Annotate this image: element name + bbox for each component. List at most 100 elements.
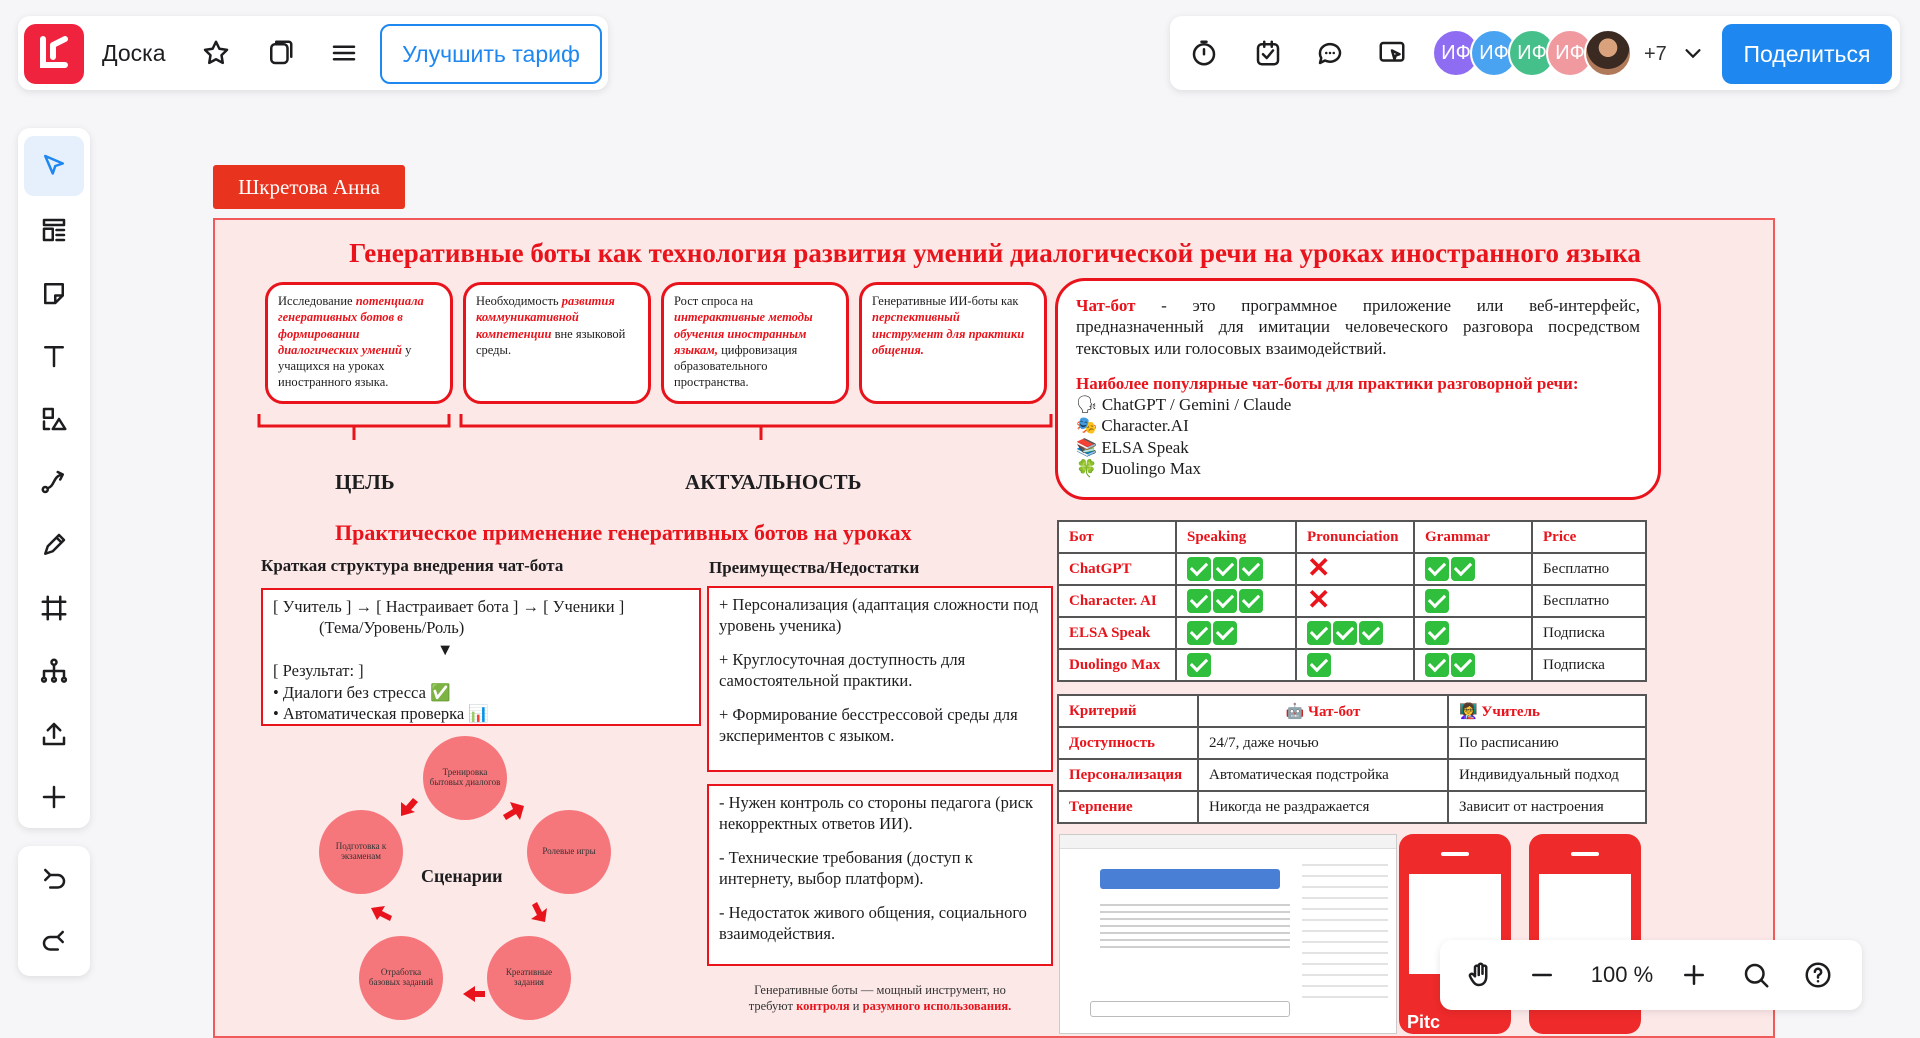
pen-tool-button[interactable] bbox=[32, 523, 76, 567]
check-icon bbox=[1187, 653, 1211, 677]
more-users-count[interactable]: +7 bbox=[1644, 43, 1667, 65]
check-icon bbox=[1239, 589, 1263, 613]
structure-line-5: • Диалоги без стресса ✅ bbox=[273, 682, 451, 702]
upload-tool-button[interactable] bbox=[32, 712, 76, 756]
table-row: Персонализация Автоматическая подстройка… bbox=[1057, 758, 1647, 792]
connector-tool-button[interactable] bbox=[32, 460, 76, 504]
zoom-in-button[interactable] bbox=[1672, 953, 1716, 997]
cursor-icon bbox=[44, 154, 64, 175]
check-icon bbox=[1213, 557, 1237, 581]
share-button[interactable]: Поделиться bbox=[1722, 24, 1892, 84]
popular-bot-1: 🗣 ChatGPT / Gemini / Claude bbox=[1076, 395, 1292, 414]
more-tools-button[interactable] bbox=[32, 775, 76, 819]
teacher-cell: По расписанию bbox=[1447, 726, 1647, 760]
menu-icon bbox=[332, 45, 356, 61]
screenshot-text-lines bbox=[1100, 899, 1290, 949]
avatar-group[interactable]: ИФ ИФ ИФ ИФ bbox=[1432, 29, 1632, 77]
sticky-note-tool-button[interactable] bbox=[32, 271, 76, 315]
goal-text-a: Исследование bbox=[278, 294, 356, 308]
favorite-star-button[interactable] bbox=[194, 31, 238, 75]
scenario-circle-4: Отработка базовых заданий bbox=[359, 936, 443, 1020]
shapes-tool-button[interactable] bbox=[32, 397, 76, 441]
star-icon bbox=[203, 40, 229, 65]
phone-speaker bbox=[1441, 852, 1469, 856]
timer-button[interactable] bbox=[1182, 31, 1226, 75]
shapes-icon bbox=[42, 407, 67, 431]
top-left-panel: Доска Улучшить тариф bbox=[18, 16, 608, 90]
zoom-level[interactable]: 100 % bbox=[1590, 962, 1654, 987]
board-copy-button[interactable] bbox=[258, 31, 302, 75]
pen-icon bbox=[44, 533, 66, 555]
scenario-circle-5: Подготовка к экзаменам bbox=[319, 810, 403, 894]
app-logo[interactable] bbox=[24, 24, 84, 84]
poster-title: Генеративные боты как технология развити… bbox=[349, 238, 1641, 268]
pro-3: + Формирование бесстрессовой среды для э… bbox=[719, 704, 1018, 746]
frame-tool-button[interactable] bbox=[32, 586, 76, 630]
poster-frame[interactable]: Генеративные боты как технология развити… bbox=[213, 218, 1775, 1038]
bot-vs-teacher-table: Критерий 🤖 Чат-бот 👩‍🏫 Учитель Доступнос… bbox=[1057, 694, 1647, 824]
main-menu-button[interactable] bbox=[322, 31, 366, 75]
popular-bot-2: 🎭 Character.AI bbox=[1076, 416, 1189, 436]
check-icon bbox=[1333, 621, 1357, 645]
chevron-down-icon bbox=[1685, 49, 1701, 59]
voting-button[interactable] bbox=[1246, 31, 1290, 75]
text-tool-button[interactable] bbox=[32, 334, 76, 378]
screenshot-sidebar bbox=[1302, 855, 1388, 1005]
bot-name-cell: Character. AI bbox=[1057, 584, 1177, 618]
table-row: Доступность 24/7, даже ночью По расписан… bbox=[1057, 726, 1647, 760]
board-name[interactable]: Доска bbox=[102, 40, 166, 66]
speaking-cell bbox=[1175, 552, 1297, 586]
users-dropdown-button[interactable] bbox=[1678, 38, 1708, 68]
chatbot-cell: 24/7, даже ночью bbox=[1197, 726, 1449, 760]
mindmap-tool-button[interactable] bbox=[32, 649, 76, 693]
select-tool-button[interactable] bbox=[24, 136, 84, 196]
upgrade-plan-button[interactable]: Улучшить тариф bbox=[380, 24, 602, 84]
popular-bot-1-label: ChatGPT / Gemini / Claude bbox=[1101, 395, 1292, 414]
sticky-note-icon bbox=[44, 283, 64, 305]
bot-name-cell: ELSA Speak bbox=[1057, 616, 1177, 650]
table-header-cell: Speaking bbox=[1175, 520, 1297, 554]
chatbot-term: Чат-бот bbox=[1076, 296, 1136, 315]
scenarios-label: Сценарии bbox=[421, 866, 503, 886]
con-3: - Недостаток живого общения, социального… bbox=[719, 902, 1027, 944]
text-icon bbox=[44, 346, 64, 368]
redo-button[interactable] bbox=[32, 920, 76, 964]
chatbot-definition: - это программное приложение или веб-инт… bbox=[1076, 296, 1640, 358]
table-header-cell: Price bbox=[1531, 520, 1647, 554]
search-button[interactable] bbox=[1734, 953, 1778, 997]
bots-comparison-table: Бот Speaking Pronunciation Grammar Price… bbox=[1057, 520, 1647, 682]
zoom-panel: 100 % bbox=[1440, 940, 1862, 1010]
plus-icon bbox=[42, 785, 66, 809]
templates-icon bbox=[42, 218, 66, 242]
avatar-photo[interactable] bbox=[1584, 29, 1632, 77]
minus-icon bbox=[1532, 973, 1552, 977]
goal-text-b: потенциала генеративных ботов в формиров… bbox=[278, 294, 424, 357]
check-icon bbox=[1307, 621, 1331, 645]
pro-2: + Круглосуточная доступность для самосто… bbox=[719, 649, 966, 691]
check-icon bbox=[1307, 653, 1331, 677]
table-header-cell: Бот bbox=[1057, 520, 1177, 554]
goal-text-c: у учащихся на уроках иностранного языка. bbox=[278, 342, 412, 390]
chat-screenshot-image bbox=[1059, 834, 1397, 1034]
presentation-button[interactable] bbox=[1370, 31, 1414, 75]
check-icon bbox=[1425, 557, 1449, 581]
grammar-cell bbox=[1413, 552, 1533, 586]
undo-button[interactable] bbox=[32, 858, 76, 902]
top-right-panel: ИФ ИФ ИФ ИФ +7 Поделиться bbox=[1170, 16, 1900, 90]
scenario-circle-1: Тренировка бытовых диалогов bbox=[423, 736, 507, 820]
bot-name-cell: Duolingo Max bbox=[1057, 648, 1177, 682]
frame-label[interactable]: Шкретова Анна bbox=[213, 165, 405, 209]
history-toolbar bbox=[18, 846, 90, 976]
goal-label: ЦЕЛЬ bbox=[335, 470, 395, 494]
comments-button[interactable] bbox=[1308, 31, 1352, 75]
cursor-screen-icon bbox=[1379, 41, 1405, 62]
hand-tool-button[interactable] bbox=[1458, 953, 1502, 997]
help-button[interactable] bbox=[1796, 953, 1840, 997]
cross-icon: ✕ bbox=[1307, 585, 1331, 616]
zoom-out-button[interactable] bbox=[1520, 953, 1564, 997]
templates-tool-button[interactable] bbox=[32, 208, 76, 252]
connector-icon bbox=[41, 470, 64, 494]
table-header-row: Бот Speaking Pronunciation Grammar Price bbox=[1057, 520, 1647, 554]
scenario-circle-3: Креативные задания bbox=[487, 936, 571, 1020]
check-icon bbox=[1451, 557, 1475, 581]
